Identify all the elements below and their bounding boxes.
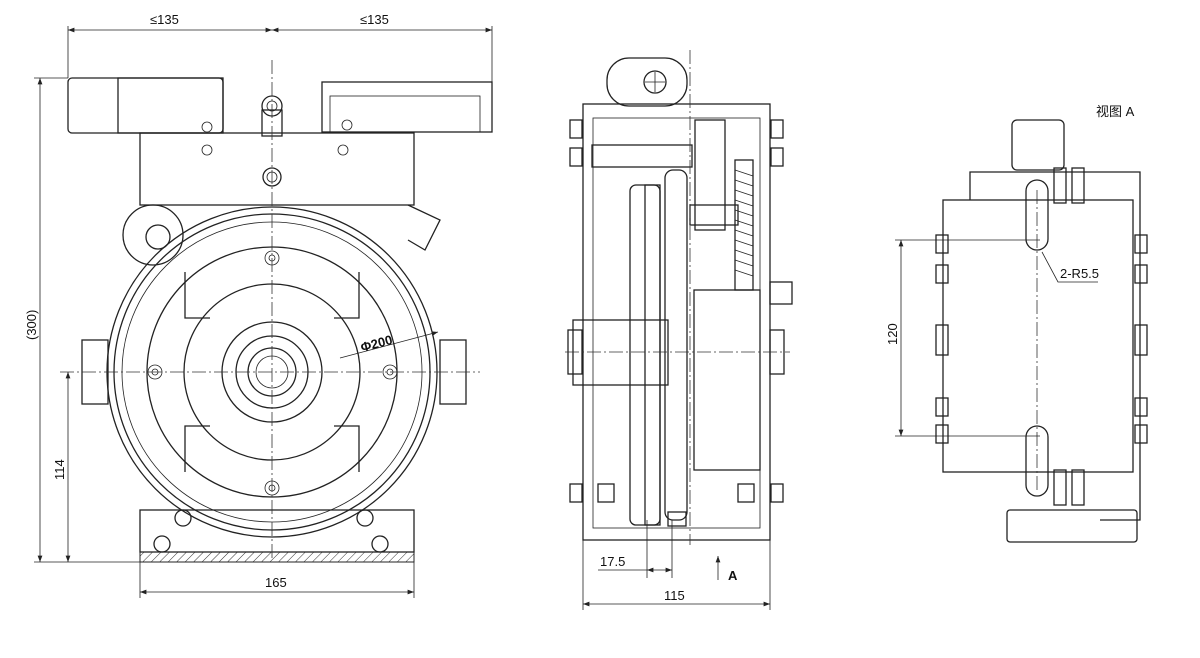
dim-sheave-diameter: Φ200	[359, 332, 394, 355]
dim-slot-spacing: 120	[885, 323, 900, 345]
dim-center-height: 114	[52, 459, 67, 480]
dim-width-right: ≤135	[360, 12, 389, 27]
dim-overall-height: (300)	[24, 310, 39, 340]
front-view	[34, 26, 493, 598]
view-a	[895, 119, 1148, 543]
dim-slot-radius: 2-R5.5	[1060, 266, 1099, 281]
dim-overall-width: 115	[664, 588, 685, 603]
view-a-title: 视图 A	[1096, 104, 1135, 119]
dim-base-width: 165	[265, 575, 287, 590]
dim-width-left: ≤135	[150, 12, 179, 27]
view-arrow-label: A	[728, 568, 738, 583]
side-view	[565, 50, 793, 610]
dim-groove-offset: 17.5	[600, 554, 625, 569]
